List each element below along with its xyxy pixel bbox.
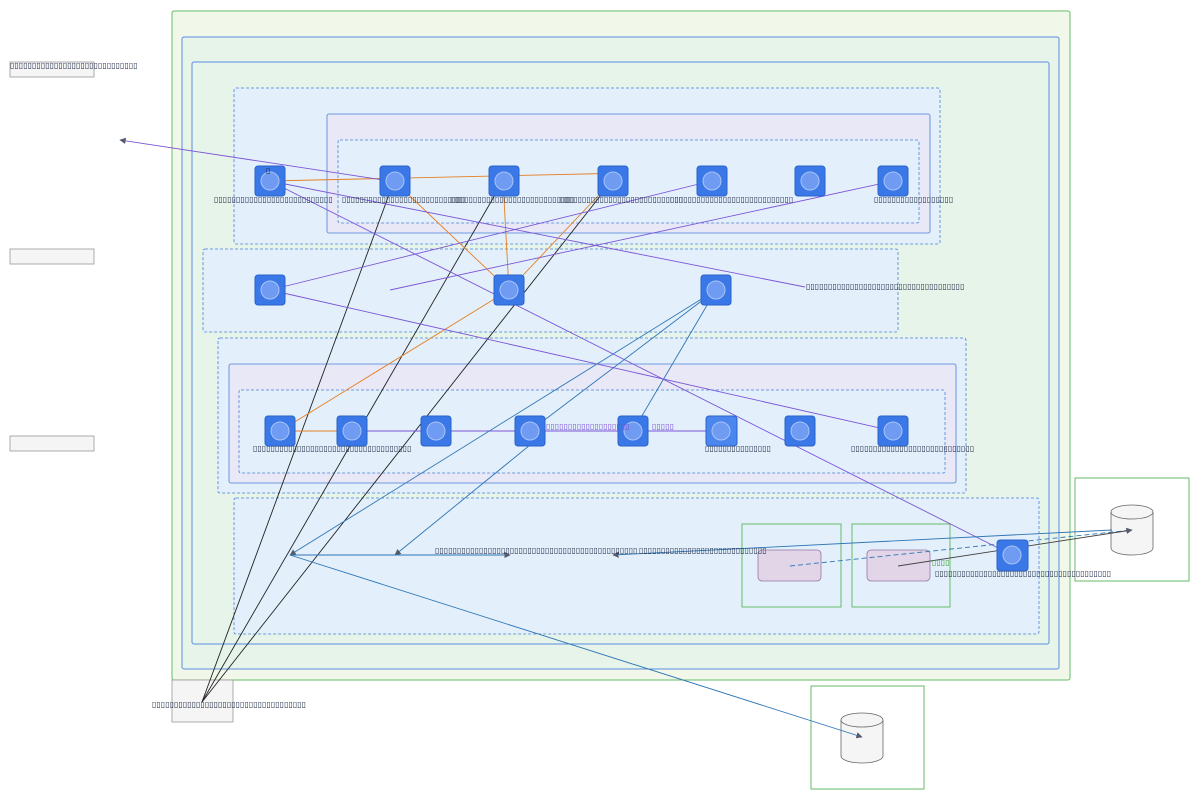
service-node[interactable] xyxy=(488,165,520,197)
edge-label: ▯▯▯▯▯▯▯▯▯▯▯▯▯▯▯▯▯▯▯ xyxy=(546,422,630,431)
user-label: ▯▯▯▯▯▯▯▯▯▯▯▯▯▯▯▯▯▯▯▯▯▯▯▯▯▯▯▯▯▯▯▯▯▯▯ xyxy=(152,700,306,709)
edge-black xyxy=(201,180,613,703)
queue-1[interactable] xyxy=(757,549,822,582)
edge-purple xyxy=(119,137,391,182)
service-node[interactable] xyxy=(514,415,546,447)
node-label: ▯▯▯▯▯▯▯▯▯▯▯▯▯▯▯▯▯▯▯▯▯▯▯▯▯▯▯▯ xyxy=(560,195,683,204)
edge-blue xyxy=(289,554,863,739)
edge-blue xyxy=(529,289,717,432)
node-label: ▯▯▯▯▯▯▯▯▯▯▯▯▯▯▯▯▯▯▯▯▯▯▯▯▯▯▯▯ xyxy=(851,444,974,453)
edge-purple xyxy=(269,180,1013,556)
zone-2 xyxy=(202,248,899,333)
database-frame-right xyxy=(1074,477,1190,582)
service-node[interactable] xyxy=(597,165,629,197)
service-node[interactable] xyxy=(254,165,286,197)
node-label: ▯▯▯▯▯▯▯▯▯▯▯▯▯▯▯▯▯▯▯▯▯▯▯▯▯▯▯▯▯▯▯▯▯▯▯▯ xyxy=(253,444,411,453)
edges xyxy=(119,137,1133,739)
edge-blue xyxy=(394,444,531,556)
service-node[interactable] xyxy=(254,274,286,306)
service-node[interactable] xyxy=(420,415,452,447)
edge-blue-dashed xyxy=(789,529,1133,567)
edge-blue xyxy=(612,529,1113,558)
service-node[interactable] xyxy=(700,274,732,306)
node-label: ▯▯▯▯▯▯▯▯▯▯▯▯▯▯▯▯▯▯▯▯▯▯▯▯▯▯▯▯ xyxy=(670,195,793,204)
zone-3-subgroup xyxy=(238,389,946,474)
node-label: ▯▯▯▯▯▯▯▯▯▯▯▯▯▯▯▯▯▯▯▯▯▯▯▯▯▯▯▯ xyxy=(451,195,574,204)
zone-4 xyxy=(233,497,1040,635)
external-box-1[interactable] xyxy=(9,61,95,78)
service-node[interactable] xyxy=(617,415,649,447)
node-label: ▯▯▯▯▯▯▯▯▯▯▯▯▯▯▯▯▯▯▯▯▯▯▯▯▯▯▯▯▯▯▯▯▯▯▯▯▯▯▯▯ xyxy=(935,569,1111,578)
edge-purple xyxy=(269,180,806,288)
service-node[interactable] xyxy=(877,415,909,447)
service-node[interactable] xyxy=(705,415,738,447)
edge-purple xyxy=(269,289,894,432)
node-label: ▯▯▯▯▯▯▯▯▯▯▯▯▯▯▯▯▯▯▯▯▯▯▯▯▯▯▯▯ xyxy=(342,195,465,204)
edge-label: ▯▯▯▯▯▯▯▯▯▯▯▯▯▯▯▯▯▯▯▯▯▯▯▯▯▯▯▯▯▯▯▯▯▯▯▯ xyxy=(806,282,964,291)
edge-label: ▯▯▯▯▯ xyxy=(652,422,674,431)
database-frame-bottom xyxy=(810,685,925,790)
edge-label: ▯▯▯▯▯▯▯▯▯▯▯▯▯▯▯▯▯▯▯▯▯▯▯▯▯▯▯▯▯▯▯▯▯▯▯▯▯▯▯▯… xyxy=(435,546,638,555)
edge-orange xyxy=(279,289,510,432)
edge-orange xyxy=(393,180,510,291)
service-node[interactable] xyxy=(996,539,1029,572)
external-box-3[interactable] xyxy=(9,435,95,452)
green-box-1 xyxy=(741,523,842,608)
service-node[interactable] xyxy=(877,165,909,197)
node-small-label: ▯ xyxy=(266,166,270,175)
service-node[interactable] xyxy=(336,415,368,447)
service-node[interactable] xyxy=(696,165,728,197)
service-node[interactable] xyxy=(784,415,816,447)
edge-label: ▯▯▯▯▯▯▯▯▯▯▯▯▯▯▯▯▯▯▯▯▯▯▯▯▯▯▯▯▯ xyxy=(639,546,767,555)
external-box-2[interactable] xyxy=(9,248,95,265)
service-node[interactable] xyxy=(264,415,296,447)
edge-orange xyxy=(508,180,613,291)
edge-blue xyxy=(289,289,717,556)
external-label: ▯▯▯▯▯▯▯▯▯▯▯▯▯▯▯▯▯▯▯▯▯▯▯▯▯▯▯▯▯ xyxy=(10,61,138,70)
edge-orange xyxy=(269,172,629,182)
node-label: ▯▯▯▯▯▯▯▯▯▯▯▯▯▯▯ xyxy=(705,444,771,453)
edge-orange xyxy=(502,180,510,291)
edge-purple xyxy=(389,179,894,291)
database-icon-right[interactable] xyxy=(1110,504,1154,556)
service-node[interactable] xyxy=(379,165,411,197)
node-label: ▯▯▯▯▯▯▯▯▯▯▯▯▯▯▯▯▯▯ xyxy=(874,195,953,204)
edge-black xyxy=(201,180,395,703)
database-icon-bottom[interactable] xyxy=(840,712,884,764)
edge-blue xyxy=(632,289,717,432)
queue-label: ▯▯▯▯ xyxy=(932,558,950,567)
service-node[interactable] xyxy=(794,165,826,197)
node-label: ▯▯▯▯▯▯▯▯▯▯▯▯▯▯▯▯▯▯▯▯▯▯▯▯▯▯▯ xyxy=(214,195,333,204)
green-box-2 xyxy=(851,523,951,608)
service-node[interactable] xyxy=(493,274,525,306)
edge-purple xyxy=(269,180,712,292)
